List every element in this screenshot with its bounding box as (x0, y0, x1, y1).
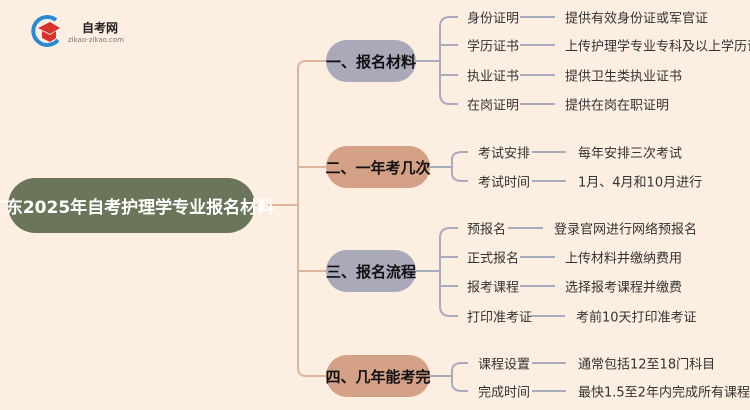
branch-node-materials[interactable]: 一、报名材料 (326, 40, 416, 82)
leaf-value[interactable]: 登录官网进行网络预报名 (554, 222, 698, 238)
leaf-label[interactable]: 完成时间 (478, 385, 531, 401)
leaf-label[interactable]: 预报名 (467, 222, 507, 238)
leaf-label[interactable]: 身份证明 (467, 11, 520, 27)
leaf-label[interactable]: 执业证书 (467, 69, 520, 85)
branch-node-process[interactable]: 三、报名流程 (326, 250, 416, 292)
leaf-value[interactable]: 提供卫生类执业证书 (565, 69, 683, 85)
leaf-label[interactable]: 报考课程 (467, 280, 520, 296)
leaf-value[interactable]: 考前10天打印准考证 (576, 310, 697, 326)
leaf-value[interactable]: 上传护理学专业专科及以上学历证书 (565, 39, 750, 55)
leaf-value[interactable]: 选择报考课程并缴费 (565, 280, 683, 296)
logo-url: zikao-zikao.com (68, 35, 124, 44)
branch-node-exam-frequency[interactable]: 二、一年考几次 (326, 146, 431, 188)
leaf-value[interactable]: 通常包括12至18门科目 (578, 357, 716, 373)
leaf-label[interactable]: 在岗证明 (467, 98, 520, 114)
leaf-value[interactable]: 上传材料并缴纳费用 (565, 251, 683, 267)
leaf-value[interactable]: 最快1.5至2年内完成所有课程 (578, 385, 750, 401)
leaf-value[interactable]: 每年安排三次考试 (578, 146, 683, 162)
leaf-label[interactable]: 考试安排 (478, 146, 531, 162)
leaf-label[interactable]: 打印准考证 (467, 310, 533, 326)
leaf-label[interactable]: 考试时间 (478, 175, 531, 191)
logo-icon (31, 14, 60, 47)
logo-title: 自考网 (82, 20, 119, 35)
leaf-value[interactable]: 1月、4月和10月进行 (578, 175, 703, 191)
leaf-value[interactable]: 提供有效身份证或军官证 (565, 11, 709, 27)
leaf-label[interactable]: 学历证书 (467, 39, 520, 55)
leaf-value[interactable]: 提供在岗在职证明 (565, 98, 670, 114)
root-node[interactable]: 广东2025年自考护理学专业报名材料 (0, 178, 274, 233)
branch-node-duration[interactable]: 四、几年能考完 (326, 355, 431, 397)
leaf-label[interactable]: 课程设置 (478, 357, 531, 373)
logo[interactable]: 自考网 zikao-zikao.com (30, 14, 124, 48)
leaf-label[interactable]: 正式报名 (467, 251, 520, 267)
